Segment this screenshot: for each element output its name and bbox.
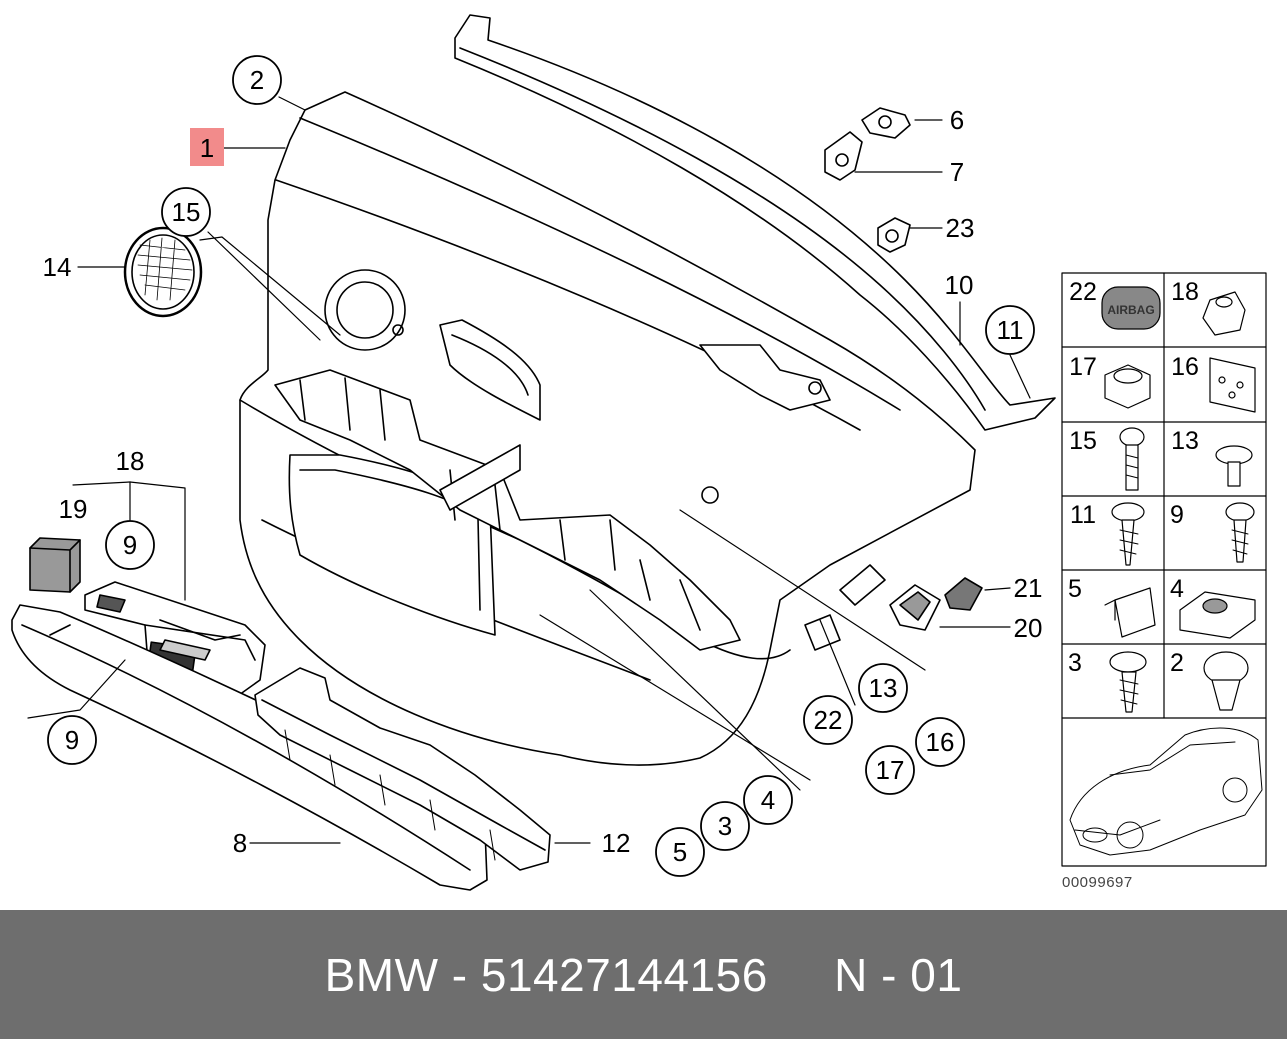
grid-label-2: 2 [1170, 649, 1184, 677]
clip-parts [824, 107, 911, 253]
upper-trim-strip-part [454, 14, 1056, 431]
airbag-badge-text: AIRBAG [1107, 303, 1154, 317]
reference-number: 00099697 [1062, 874, 1133, 891]
grid-label-11: 11 [1070, 501, 1096, 529]
callout-8: 8 [233, 828, 247, 858]
parts-diagram: 1 2 15 14 6 7 23 10 11 18 19 9 9 8 12 21… [11, 14, 1267, 891]
callout-21: 21 [1014, 573, 1043, 603]
callout-3: 3 [718, 811, 732, 841]
grid-label-3: 3 [1068, 649, 1082, 677]
grid-label-17: 17 [1069, 353, 1097, 381]
highlight-box [190, 128, 224, 166]
exploded-view-drawing: 1 2 15 14 6 7 23 10 11 18 19 9 9 8 12 21… [11, 14, 1267, 891]
grid-labels: 22 18 17 16 15 13 11 9 5 4 3 2 00099697 [1062, 278, 1199, 891]
grid-label-13: 13 [1171, 427, 1199, 455]
grid-label-4: 4 [1170, 575, 1184, 603]
callout-13: 13 [869, 673, 898, 703]
callout-23: 23 [946, 213, 975, 243]
callout-19: 19 [59, 494, 88, 524]
leader-lines [27, 96, 1031, 844]
lower-trim-strip-part [11, 604, 488, 891]
callout-16: 16 [926, 727, 955, 757]
callout-15: 15 [172, 197, 201, 227]
callout-circles [47, 55, 1035, 877]
callout-17: 17 [876, 755, 905, 785]
callout-6: 6 [950, 105, 964, 135]
callout-22: 22 [814, 705, 843, 735]
part-number-caption: BMW - 51427144156 N - 01 [324, 948, 963, 1001]
grid-label-22: 22 [1069, 278, 1097, 306]
callout-18: 18 [116, 446, 145, 476]
door-panel-part [239, 91, 976, 766]
clip-parts-20-21 [889, 577, 983, 631]
callout-12: 12 [602, 828, 631, 858]
callout-1: 1 [200, 133, 214, 163]
footer-bar: BMW - 51427144156 N - 01 [0, 910, 1287, 1039]
grid-label-16: 16 [1171, 353, 1199, 381]
callout-labels: 1 2 15 14 6 7 23 10 11 18 19 9 9 8 12 21… [43, 65, 1043, 867]
pull-handle-trim-part [254, 667, 551, 871]
grid-label-15: 15 [1069, 427, 1097, 455]
callout-11: 11 [997, 315, 1024, 345]
speaker-grille-part [123, 226, 203, 318]
callout-9-top: 9 [123, 530, 137, 560]
car-silhouette [1069, 727, 1263, 856]
callout-14: 14 [43, 252, 72, 282]
callout-9-bottom: 9 [65, 725, 79, 755]
grid-label-5: 5 [1068, 575, 1082, 603]
cover-cap-part [29, 537, 81, 593]
callout-20: 20 [1014, 613, 1043, 643]
callout-7: 7 [950, 157, 964, 187]
callout-4: 4 [761, 785, 775, 815]
callout-2: 2 [250, 65, 264, 95]
small-parts-grid: AIRBAG [1061, 272, 1267, 867]
grid-label-9: 9 [1170, 501, 1184, 529]
callout-10: 10 [945, 270, 974, 300]
grid-label-18: 18 [1171, 278, 1199, 306]
callout-5: 5 [673, 837, 687, 867]
